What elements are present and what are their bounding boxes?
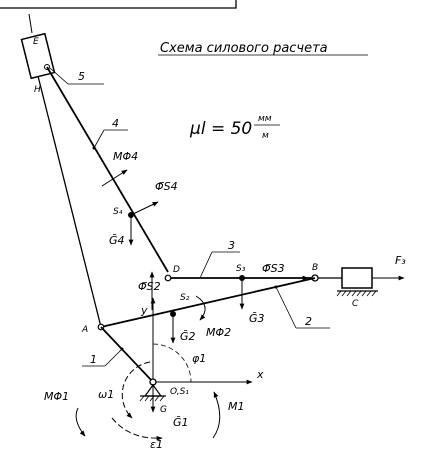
leader-3 — [199, 251, 213, 279]
force-phi-s2-label: Φ̄S2 — [138, 280, 161, 293]
force-g2-label: Ḡ2 — [180, 330, 196, 343]
link-2 — [100, 277, 316, 328]
scale-unit-num: мм — [258, 114, 272, 124]
angular-accel-epsilon1-arc — [111, 417, 163, 441]
point-h-label: H — [34, 85, 41, 95]
force-phi-s4-arrow — [130, 201, 159, 216]
force-phi-s4-label: Φ̄S4 — [155, 180, 178, 193]
point-o-label: O,S₁ — [170, 387, 189, 397]
guide-line-left — [37, 75, 102, 328]
leader-5 — [49, 67, 69, 85]
moment-m-phi2-arc — [195, 295, 206, 321]
force-g1-label: Ḡ1 — [173, 416, 189, 429]
point-b-label: B — [312, 263, 318, 273]
force-g-label: G — [160, 405, 167, 415]
leader-2 — [275, 286, 297, 329]
force-g4-label: Ḡ4 — [109, 234, 125, 247]
force-f3-label: F₃ — [395, 254, 406, 267]
angle-phi1-arc — [152, 343, 192, 383]
scale-unit-den: м — [262, 131, 269, 141]
angular-velocity-omega1-arc — [121, 361, 151, 419]
link-2-number: 2 — [305, 315, 312, 328]
frame-border — [0, 0, 237, 9]
slider-c-ground-hatch — [336, 290, 377, 297]
scale-label: μl = 50 — [189, 119, 252, 139]
joint-d — [164, 274, 172, 282]
slider-block-e — [20, 32, 56, 80]
point-s4-label: S₄ — [113, 207, 123, 217]
leader-4 — [93, 129, 105, 149]
link-3-number: 3 — [228, 239, 235, 252]
point-d-label: D — [173, 265, 180, 275]
moment-m-phi1-arc — [75, 407, 86, 437]
diagram-title: Схема силового расчета — [160, 41, 328, 56]
point-s3-label: S₃ — [236, 264, 246, 274]
point-s2-label: S₂ — [180, 293, 190, 303]
link-4 — [46, 66, 169, 273]
link-1 — [100, 326, 154, 383]
moment-m-phi4-label: MΦ4 — [113, 150, 138, 163]
link-4-number: 4 — [112, 117, 119, 130]
moment-m-phi2-label: MΦ2 — [206, 326, 231, 339]
leader-1 — [104, 348, 123, 367]
force-phi-s3-label: Φ̄S3 — [262, 262, 285, 275]
moment-m1-label: M1 — [228, 400, 245, 413]
moment-m-phi1-label: MΦ1 — [44, 390, 69, 403]
axis-y-label: y — [140, 304, 148, 317]
angle-phi1-label: φ1 — [192, 352, 206, 365]
leader-4-dot — [92, 146, 96, 150]
point-e-label: E — [33, 37, 39, 47]
link-1-number: 1 — [90, 353, 97, 366]
point-c-label: C — [352, 299, 359, 309]
point-a-label: A — [81, 325, 88, 335]
axis-x-label: x — [256, 368, 264, 381]
force-g3-label: Ḡ3 — [249, 312, 265, 325]
angular-accel-epsilon1-label: ε1 — [150, 438, 163, 451]
link-5-number: 5 — [78, 70, 85, 83]
angular-velocity-omega1-label: ω1 — [98, 388, 114, 401]
slider-c — [341, 267, 373, 289]
guide-line-top — [28, 13, 33, 34]
ground-support-o-hatch — [139, 395, 165, 402]
moment-m1-arc — [212, 391, 221, 439]
moment-m-phi4-arrow — [101, 169, 128, 187]
